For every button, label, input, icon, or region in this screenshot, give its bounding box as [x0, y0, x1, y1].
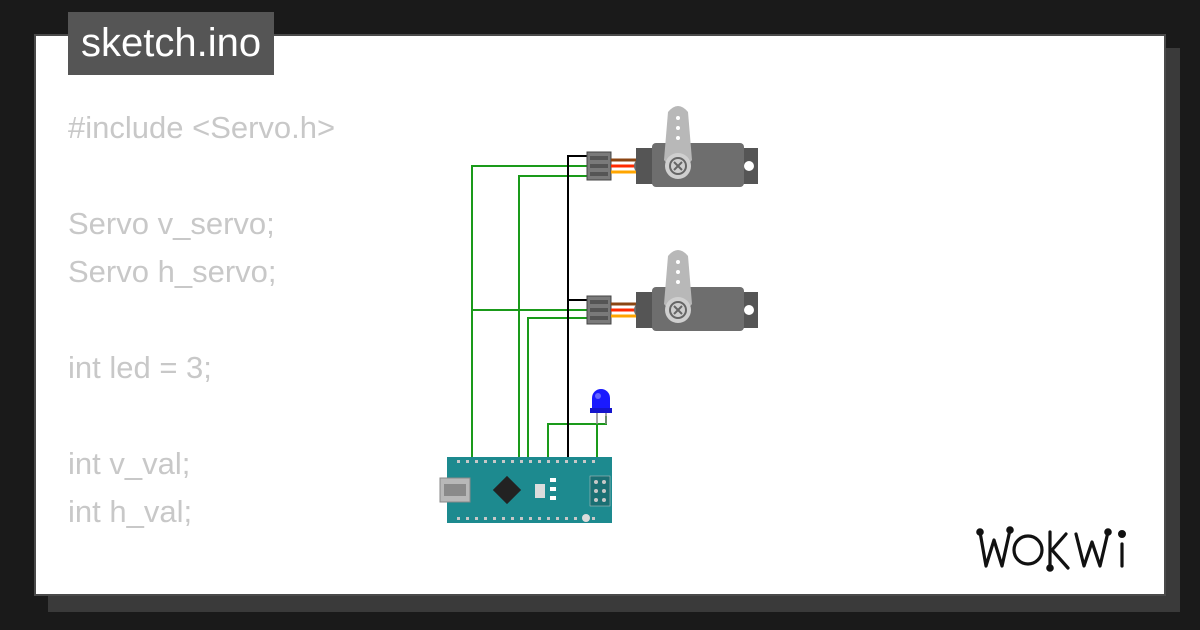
code-line: int led = 3; [68, 350, 212, 385]
wire-servo1-vcc [518, 175, 587, 460]
wire-servo2-vcc [527, 317, 587, 460]
servo-top [586, 106, 758, 187]
servo-bottom [586, 250, 758, 331]
led-blue [590, 389, 612, 424]
code-preview: #include <Servo.h> Servo v_servo; Servo … [68, 104, 336, 594]
wire-ground-1 [567, 155, 587, 460]
code-line: int v_val; [68, 446, 191, 481]
wokwi-logo [976, 526, 1127, 572]
code-line: Servo v_servo; [68, 206, 275, 241]
code-line: #include <Servo.h> [68, 110, 336, 145]
wire-servo1-signal [471, 165, 587, 520]
code-line: Servo h_servo; [68, 254, 277, 289]
arduino-nano-board [439, 457, 612, 523]
file-name-tab: sketch.ino [68, 12, 275, 75]
code-line: void setup() { [68, 584, 335, 594]
code-line: int h_val; [68, 494, 193, 529]
